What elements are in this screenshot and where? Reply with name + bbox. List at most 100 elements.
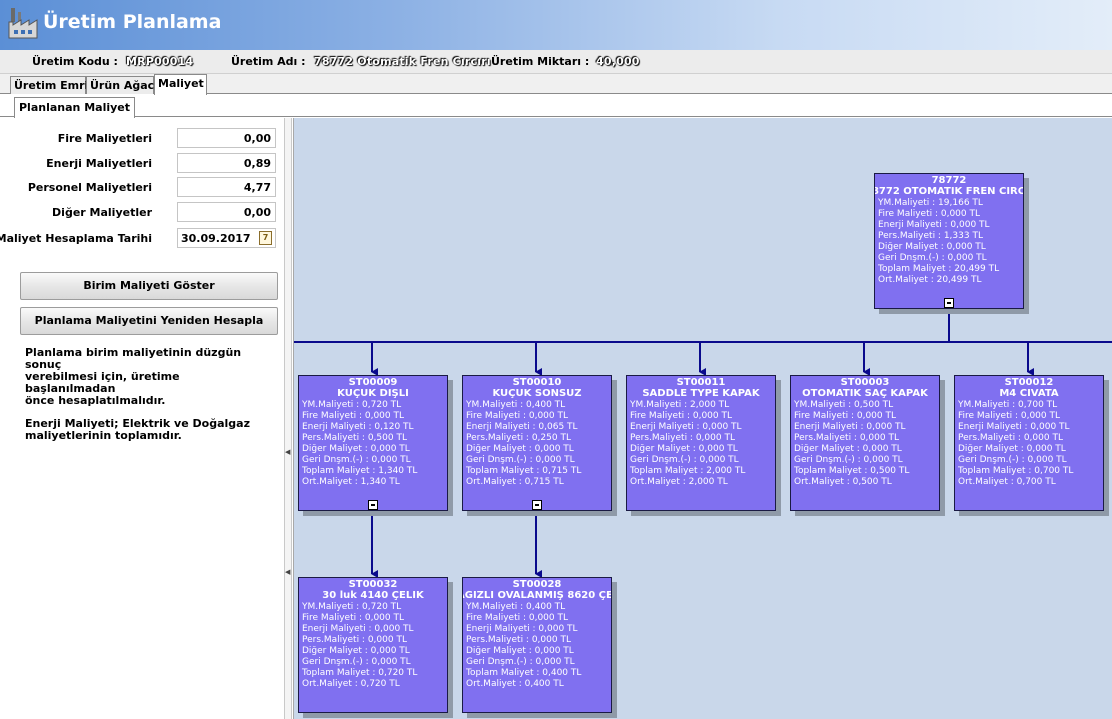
node-cost-line: Diğer Maliyet : 0,000 TL: [466, 646, 574, 656]
node-name: OTOMATİK SAÇ KAPAK: [802, 388, 928, 399]
tab-urun-agaci[interactable]: Ürün Ağacı: [86, 76, 158, 94]
node-cost-line: Ort.Maliyet : 0,400 TL: [466, 679, 564, 689]
node-cost-line: Enerji Maliyeti : 0,000 TL: [958, 422, 1070, 432]
node-cost-line: Toplam Maliyet : 0,400 TL: [466, 668, 582, 678]
node-cost-line: Fire Maliyeti : 0,000 TL: [466, 411, 568, 421]
node-cost-line: Geri Dnşm.(-) : 0,000 TL: [466, 455, 575, 465]
production-name-value: 78772 Otomatik Fren Cırcırı: [314, 55, 491, 68]
node-code: ST00003: [840, 377, 890, 388]
node-cost-line: Geri Dnşm.(-) : 0,000 TL: [878, 253, 987, 263]
node-cost-line: Enerji Maliyeti : 0,120 TL: [302, 422, 414, 432]
node-cost-line: Toplam Maliyet : 0,500 TL: [794, 466, 910, 476]
node-cost-line: YM.Maliyeti : 0,400 TL: [466, 602, 566, 612]
node-cost-line: Enerji Maliyeti : 0,065 TL: [466, 422, 578, 432]
energy-cost-field[interactable]: 0,89: [177, 153, 276, 173]
node-cost-line: Diğer Maliyet : 0,000 TL: [878, 242, 986, 252]
energy-cost-note: Enerji Maliyeti; Elektrik ve Doğalgaz ma…: [25, 417, 250, 442]
node-cost-line: Fire Maliyeti : 0,000 TL: [302, 411, 404, 421]
node-code: ST00010: [512, 377, 562, 388]
collapse-icon[interactable]: [532, 500, 542, 510]
cost-date-field[interactable]: 30.09.2017 7: [177, 228, 276, 248]
node-code: ST00011: [676, 377, 726, 388]
node-cost-line: Geri Dnşm.(-) : 0,000 TL: [466, 657, 575, 667]
tree-node-root[interactable]: 78772 78772 OTOMATİK FREN CIRCIRI YM.Mal…: [874, 173, 1024, 309]
node-cost-line: Enerji Maliyeti : 0,000 TL: [302, 624, 414, 634]
node-name: KÜÇÜK DİŞLİ: [337, 388, 409, 399]
node-cost-line: Geri Dnşm.(-) : 0,000 TL: [630, 455, 739, 465]
tree-connectors: [294, 311, 1112, 578]
node-cost-line: YM.Maliyeti : 19,166 TL: [878, 198, 983, 208]
collapse-left-icon[interactable]: ◀: [285, 448, 291, 456]
tree-node-st00011[interactable]: ST00011 SADDLE TYPE KAPAK YM.Maliyeti : …: [626, 375, 776, 511]
node-cost-line: Enerji Maliyeti : 0,000 TL: [630, 422, 742, 432]
node-cost-line: YM.Maliyeti : 2,000 TL: [630, 400, 730, 410]
node-cost-line: Diğer Maliyet : 0,000 TL: [466, 444, 574, 454]
production-code-label: Üretim Kodu :: [32, 55, 118, 68]
tab-planlanan-maliyet[interactable]: Planlanan Maliyet: [14, 97, 135, 118]
cost-date-value: 30.09.2017: [181, 232, 251, 245]
node-code: ST00028: [512, 579, 562, 590]
personnel-cost-field[interactable]: 4,77: [177, 177, 276, 197]
node-code: ST00009: [348, 377, 398, 388]
node-cost-line: Ort.Maliyet : 0,500 TL: [794, 477, 892, 487]
node-cost-line: Fire Maliyeti : 0,000 TL: [878, 209, 980, 219]
node-cost-line: YM.Maliyeti : 0,720 TL: [302, 602, 402, 612]
node-cost-line: Pers.Maliyeti : 0,000 TL: [958, 433, 1063, 443]
tab-uretim-emri[interactable]: Üretim Emri: [10, 76, 88, 94]
node-cost-line: Enerji Maliyeti : 0,000 TL: [466, 624, 578, 634]
collapse-icon[interactable]: [368, 500, 378, 510]
node-cost-line: YM.Maliyeti : 0,400 TL: [466, 400, 566, 410]
node-cost-line: Geri Dnşm.(-) : 0,000 TL: [794, 455, 903, 465]
node-code: ST00012: [1004, 377, 1054, 388]
title-bar: Üretim Planlama: [0, 0, 1112, 50]
tree-node-st00009[interactable]: ST00009 KÜÇÜK DİŞLİ YM.Maliyeti : 0,720 …: [298, 375, 448, 511]
tree-node-st00010[interactable]: ST00010 KÜÇÜK SONSUZ YM.Maliyeti : 0,400…: [462, 375, 612, 511]
node-cost-line: YM.Maliyeti : 0,700 TL: [958, 400, 1058, 410]
node-cost-line: Pers.Maliyeti : 0,000 TL: [302, 635, 407, 645]
main-tab-bar: Üretim Emri Ürün Ağacı Maliyet: [0, 74, 1112, 95]
collapse-left-icon-2[interactable]: ◀: [285, 568, 291, 576]
cost-date-label: Maliyet Hesaplama Tarihi: [0, 232, 152, 245]
panel-splitter[interactable]: ◀ ◀: [284, 118, 292, 719]
fire-cost-label: Fire Maliyetleri: [57, 132, 152, 145]
node-cost-line: Toplam Maliyet : 0,700 TL: [958, 466, 1074, 476]
node-cost-line: Ort.Maliyet : 0,715 TL: [466, 477, 564, 487]
node-cost-line: Toplam Maliyet : 2,000 TL: [630, 466, 746, 476]
node-cost-line: Toplam Maliyet : 0,720 TL: [302, 668, 418, 678]
node-cost-line: YM.Maliyeti : 0,500 TL: [794, 400, 894, 410]
node-cost-line: Toplam Maliyet : 1,340 TL: [302, 466, 418, 476]
other-cost-field[interactable]: 0,00: [177, 202, 276, 222]
node-cost-line: Fire Maliyeti : 0,000 TL: [794, 411, 896, 421]
node-cost-line: Geri Dnşm.(-) : 0,000 TL: [302, 657, 411, 667]
tree-node-st00028[interactable]: ST00028 AĞIZLI OVALANMIŞ 8620 ÇE YM.Mali…: [462, 577, 612, 713]
node-cost-line: Fire Maliyeti : 0,000 TL: [466, 613, 568, 623]
energy-cost-label: Enerji Maliyetleri: [46, 157, 152, 170]
node-cost-line: Diğer Maliyet : 0,000 TL: [958, 444, 1066, 454]
recalculate-plan-cost-button[interactable]: Planlama Maliyetini Yeniden Hesapla: [20, 307, 278, 335]
node-cost-line: Fire Maliyeti : 0,000 TL: [958, 411, 1060, 421]
node-cost-line: Diğer Maliyet : 0,000 TL: [302, 444, 410, 454]
collapse-icon[interactable]: [944, 298, 954, 308]
node-cost-line: YM.Maliyeti : 0,720 TL: [302, 400, 402, 410]
node-name: 30 luk 4140 ÇELİK: [322, 590, 424, 601]
tree-node-st00032[interactable]: ST00032 30 luk 4140 ÇELİK YM.Maliyeti : …: [298, 577, 448, 713]
node-cost-line: Toplam Maliyet : 0,715 TL: [466, 466, 582, 476]
tree-node-st00012[interactable]: ST00012 M4 CİVATA YM.Maliyeti : 0,700 TL…: [954, 375, 1104, 511]
node-code: ST00032: [348, 579, 398, 590]
tab-maliyet[interactable]: Maliyet: [154, 74, 207, 95]
production-code-value: MRP00014: [126, 55, 194, 68]
fire-cost-field[interactable]: 0,00: [177, 128, 276, 148]
tree-node-st00003[interactable]: ST00003 OTOMATİK SAÇ KAPAK YM.Maliyeti :…: [790, 375, 940, 511]
sub-tab-bar: Planlanan Maliyet: [0, 95, 1112, 118]
node-cost-line: Ort.Maliyet : 0,700 TL: [958, 477, 1056, 487]
show-unit-cost-button[interactable]: Birim Maliyeti Göster: [20, 272, 278, 300]
production-name-label: Üretim Adı :: [231, 55, 306, 68]
node-cost-line: Ort.Maliyet : 1,340 TL: [302, 477, 400, 487]
node-cost-line: Ort.Maliyet : 2,000 TL: [630, 477, 728, 487]
calendar-icon[interactable]: 7: [259, 231, 272, 245]
production-quantity-label: Üretim Miktarı :: [491, 55, 590, 68]
factory-icon: [8, 8, 38, 39]
node-cost-line: Fire Maliyeti : 0,000 TL: [302, 613, 404, 623]
production-info-bar: Üretim Kodu : MRP00014 Üretim Adı : 7877…: [0, 50, 1112, 74]
node-code: 78772: [931, 175, 967, 186]
